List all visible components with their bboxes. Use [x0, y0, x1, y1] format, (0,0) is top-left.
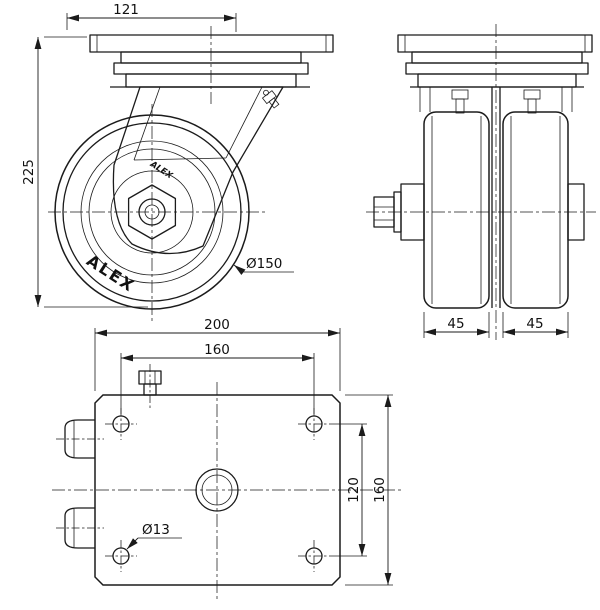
wheel-brand-text: ALEX — [83, 251, 139, 296]
wheel-left-side — [423, 111, 490, 309]
mount-bolt-left — [451, 89, 469, 114]
grease-fitting-top-icon — [138, 370, 162, 396]
dim-top-width: 121 — [66, 2, 237, 32]
center-bracket — [419, 87, 573, 308]
dim-height-label: 225 — [21, 159, 37, 185]
dim-hole-spacing-v: 120 — [330, 423, 367, 557]
axle-hex-nut-front — [127, 184, 177, 240]
bolt-hole-bottom-right — [298, 540, 330, 572]
grease-fitting-icon — [261, 89, 280, 109]
dim-plate-width: 200 — [94, 317, 341, 391]
dim-plate-depth-label: 160 — [372, 477, 388, 503]
side-view: 45 45 — [366, 24, 596, 340]
dim-wheel-width-right-label: 45 — [526, 316, 543, 332]
wheel-right-side — [502, 111, 569, 309]
side-tab-lower — [64, 507, 95, 549]
dim-top-width-label: 121 — [113, 2, 139, 18]
bolt-hole-bottom-left — [105, 540, 137, 572]
dim-plate-width-label: 200 — [204, 317, 230, 333]
dim-hole-spacing-v-label: 120 — [346, 477, 362, 503]
side-tab-upper — [64, 419, 95, 459]
front-view: ALEX ALEX — [21, 2, 334, 322]
dim-hole-spacing-h: 160 — [120, 342, 315, 414]
dim-wheel-width-right: 45 — [502, 312, 569, 338]
mount-bolt-right — [523, 89, 541, 114]
kingpin-boss — [195, 468, 239, 512]
dim-wheel-width-left: 45 — [423, 312, 490, 338]
dim-height: 225 — [21, 36, 148, 308]
dim-wheel-diameter-label: Ø150 — [246, 256, 282, 272]
top-plate-side — [397, 34, 593, 88]
dim-hole-diameter-label: Ø13 — [142, 522, 170, 538]
dim-plate-depth: 160 — [345, 394, 393, 586]
axle-nut-side — [373, 183, 585, 241]
top-view: 200 160 120 160 Ø13 — [52, 317, 404, 602]
top-plate-front — [89, 34, 334, 88]
dim-wheel-diameter: Ø150 — [233, 256, 294, 276]
swivel-fork: ALEX — [112, 86, 284, 255]
fork-logo-text: ALEX — [147, 159, 174, 181]
dim-hole-diameter: Ø13 — [126, 522, 182, 550]
dim-wheel-width-left-label: 45 — [447, 316, 464, 332]
dim-hole-spacing-h-label: 160 — [204, 342, 230, 358]
mounting-plate — [94, 394, 341, 586]
